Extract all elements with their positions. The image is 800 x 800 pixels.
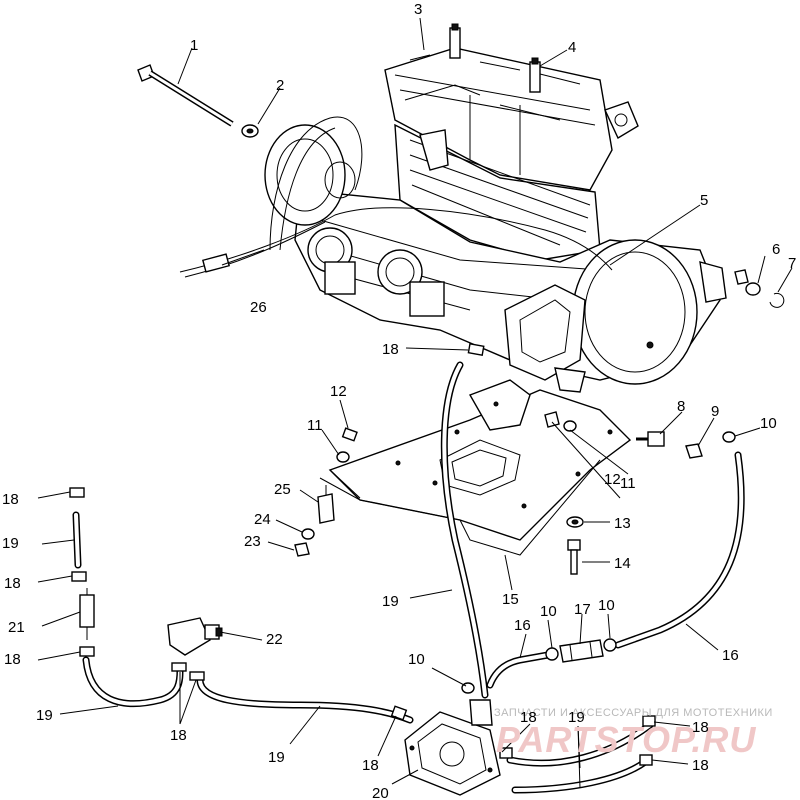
callout-18-engine: 18 [382, 341, 399, 358]
callout-12-top: 12 [330, 383, 347, 400]
carburetor-left [307, 227, 356, 295]
callout-26: 26 [250, 299, 267, 316]
nut-6 [745, 282, 761, 296]
callout-17: 17 [574, 601, 591, 618]
callout-19-left-top: 19 [2, 535, 19, 552]
callout-12-right: 12 [604, 471, 621, 488]
callout-14: 14 [614, 555, 631, 572]
harness-connector [201, 253, 231, 273]
callout-4: 4 [568, 39, 576, 56]
spark-plug-right [529, 57, 541, 93]
clamps [69, 487, 656, 766]
callout-8: 8 [677, 398, 685, 415]
mounting-plate [319, 379, 632, 556]
callout-18-left-low: 18 [4, 651, 21, 668]
long-bolt [137, 64, 234, 127]
callout-7: 7 [788, 255, 796, 272]
nut-12-right [544, 411, 560, 428]
clip-7 [769, 292, 785, 308]
bolt-14 [567, 539, 581, 575]
fuel-pump [404, 699, 501, 796]
callout-11-right: 11 [620, 475, 636, 492]
fitting-10-top [722, 431, 736, 443]
washer-13 [566, 516, 584, 528]
leader-lines [37, 17, 793, 789]
watermark-tagline: ЗАПЧАСТИ И АКСЕССУАРЫ ДЛЯ МОТОТЕХНИКИ [494, 707, 773, 719]
callout-21: 21 [8, 619, 25, 636]
callout-15: 15 [502, 591, 519, 608]
callout-10-top: 10 [760, 415, 777, 432]
fuel-filter [79, 588, 95, 640]
engine-assembly [264, 23, 727, 393]
wiring-harness [179, 116, 613, 278]
callout-18-pump-top: 18 [520, 709, 537, 726]
callout-19-middle: 19 [268, 749, 285, 766]
fitting-10-mid-left [545, 647, 559, 661]
nut-9 [685, 443, 703, 459]
callout-19-right: 19 [568, 709, 585, 726]
callout-16-right: 16 [722, 647, 739, 664]
callout-9: 9 [711, 403, 719, 420]
callout-2: 2 [276, 77, 284, 94]
watermark-brand: PARTSTOP.RU [496, 719, 756, 760]
callout-18-pump-left: 18 [362, 757, 379, 774]
callout-24: 24 [254, 511, 271, 528]
intake-elbow [419, 129, 449, 171]
washer-11-right [563, 420, 577, 432]
callout-18-right-top: 18 [692, 719, 709, 736]
callout-10-pump: 10 [408, 651, 425, 668]
callout-3: 3 [414, 1, 422, 18]
callout-19-upper: 19 [382, 593, 399, 610]
nut-12-top [341, 427, 358, 442]
callout-23: 23 [244, 533, 261, 550]
callout-6: 6 [772, 241, 780, 258]
watermark: ЗАПЧАСТИ И АКСЕССУАРЫ ДЛЯ МОТОТЕХНИКИ PA… [494, 707, 773, 760]
nut-23 [294, 542, 310, 557]
callout-25: 25 [274, 481, 291, 498]
hoses [72, 361, 745, 794]
recoil-starter [572, 239, 698, 385]
spark-plug-left [449, 23, 461, 59]
fitting-10-mid-right [603, 638, 617, 652]
callout-22: 22 [266, 631, 283, 648]
fuel-valve [167, 617, 223, 656]
carburetor-right [377, 249, 445, 317]
valve-25 [317, 485, 335, 524]
callout-18-right-low: 18 [692, 757, 709, 774]
engine-side-nut [734, 269, 749, 285]
callout-5: 5 [700, 192, 708, 209]
callout-13: 13 [614, 515, 631, 532]
callout-19-left-low: 19 [36, 707, 53, 724]
callout-18-valve: 18 [170, 727, 187, 744]
stud-8 [636, 431, 665, 447]
starter-handle-housing [504, 284, 586, 381]
grommet-18-engine [467, 343, 485, 356]
callout-10-mid-left: 10 [540, 603, 557, 620]
washer-11-top [336, 451, 350, 463]
callout-18-left-mid: 18 [4, 575, 21, 592]
callout-20: 20 [372, 785, 389, 800]
washer-24 [301, 528, 315, 540]
check-valve [559, 639, 604, 663]
callout-10-mid-right: 10 [598, 597, 615, 614]
washer [241, 124, 259, 138]
callout-11-top: 11 [307, 417, 323, 434]
callout-18-left-top: 18 [2, 491, 19, 508]
callout-16-left: 16 [514, 617, 531, 634]
callout-1: 1 [190, 37, 198, 54]
